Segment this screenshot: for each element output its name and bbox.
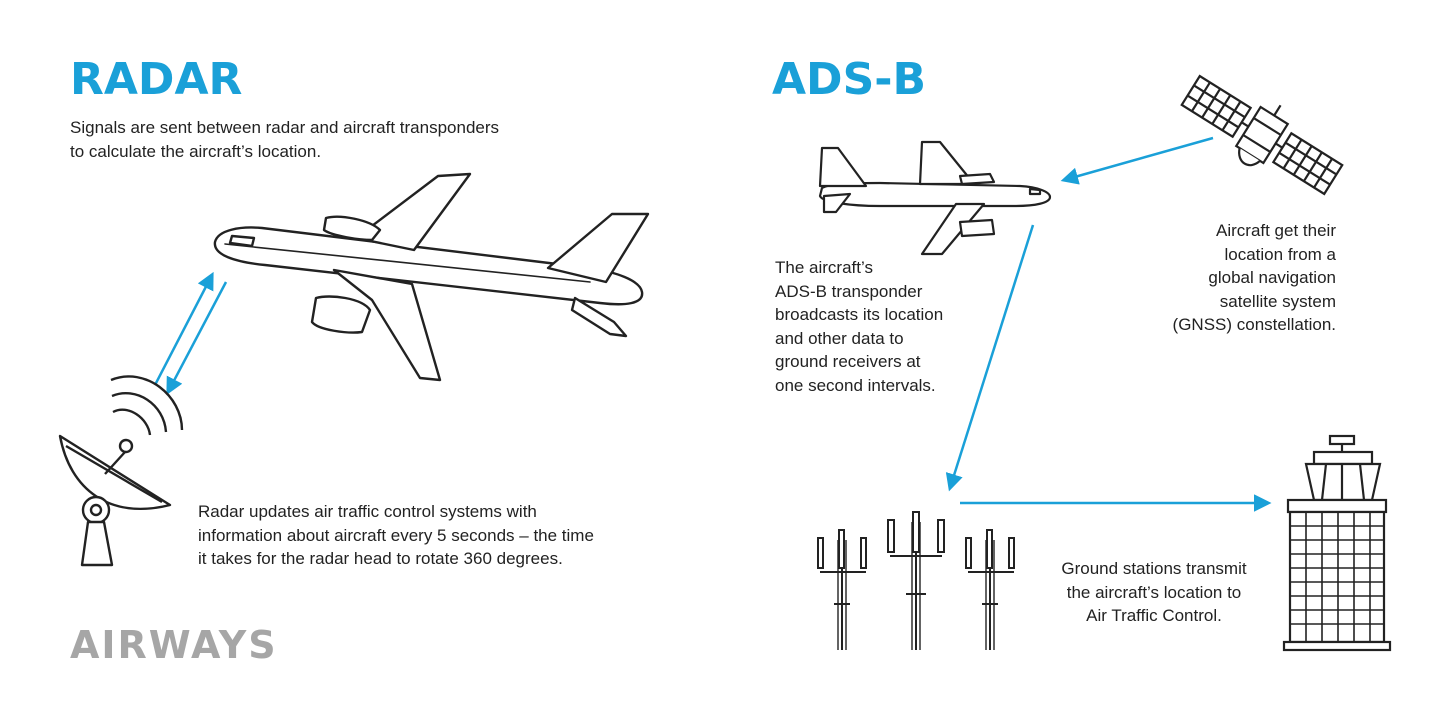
adsb-ground-line: the aircraft’s location to	[1066, 582, 1242, 602]
adsb-gnss-line: location from a	[1224, 244, 1337, 264]
adsb-transponder-line: broadcasts its location	[775, 305, 944, 324]
adsb-gnss-text: Aircraft get their location from a globa…	[1140, 219, 1336, 337]
adsb-transponder-line: ADS-B transponder	[775, 281, 923, 301]
adsb-gnss-line: global navigation	[1208, 268, 1336, 287]
radar-intro-text: Signals are sent between radar and aircr…	[70, 116, 499, 163]
airways-logo: AIRWAYS	[70, 623, 278, 667]
adsb-title: ADS-B	[772, 54, 927, 105]
radar-update-text: Radar updates air traffic control system…	[198, 500, 594, 571]
adsb-gnss-line: (GNSS) constellation.	[1172, 315, 1336, 334]
adsb-gnss-line: Aircraft get their	[1216, 221, 1336, 240]
adsb-transponder-text: The aircraft’s ADS-B transponder broadca…	[775, 256, 943, 397]
adsb-airplane-icon	[818, 140, 1052, 256]
radar-title: RADAR	[70, 54, 243, 105]
adsb-transponder-line: one second intervals.	[775, 375, 936, 395]
adsb-ground-line: Ground stations transmit	[1061, 559, 1247, 578]
adsb-gnss-line: satellite system	[1219, 291, 1336, 311]
cell-tower-icon	[817, 511, 1015, 650]
adsb-transponder-line: The aircraft’s	[775, 258, 873, 277]
adsb-transponder-line: ground receivers at	[775, 352, 921, 371]
radar-dish-icon	[58, 375, 184, 567]
radar-update-line: Radar updates air traffic control system…	[198, 502, 537, 521]
radar-update-line: information about aircraft every 5 secon…	[198, 525, 594, 545]
adsb-ground-line: Air Traffic Control.	[1086, 606, 1222, 625]
radar-intro-line: to calculate the aircraft’s location.	[70, 141, 322, 161]
adsb-ground-text: Ground stations transmit the aircraft’s …	[1040, 557, 1268, 628]
radar-update-line: it takes for the radar head to rotate 36…	[198, 549, 563, 568]
satellite-icon	[1180, 74, 1344, 196]
adsb-signal-arrows	[945, 136, 1272, 512]
radar-signal-arrows	[153, 271, 228, 396]
control-tower-icon	[1282, 434, 1392, 652]
radar-airplane-icon	[213, 172, 650, 382]
adsb-transponder-line: and other data to	[775, 328, 904, 348]
radar-intro-line: Signals are sent between radar and aircr…	[70, 118, 500, 137]
